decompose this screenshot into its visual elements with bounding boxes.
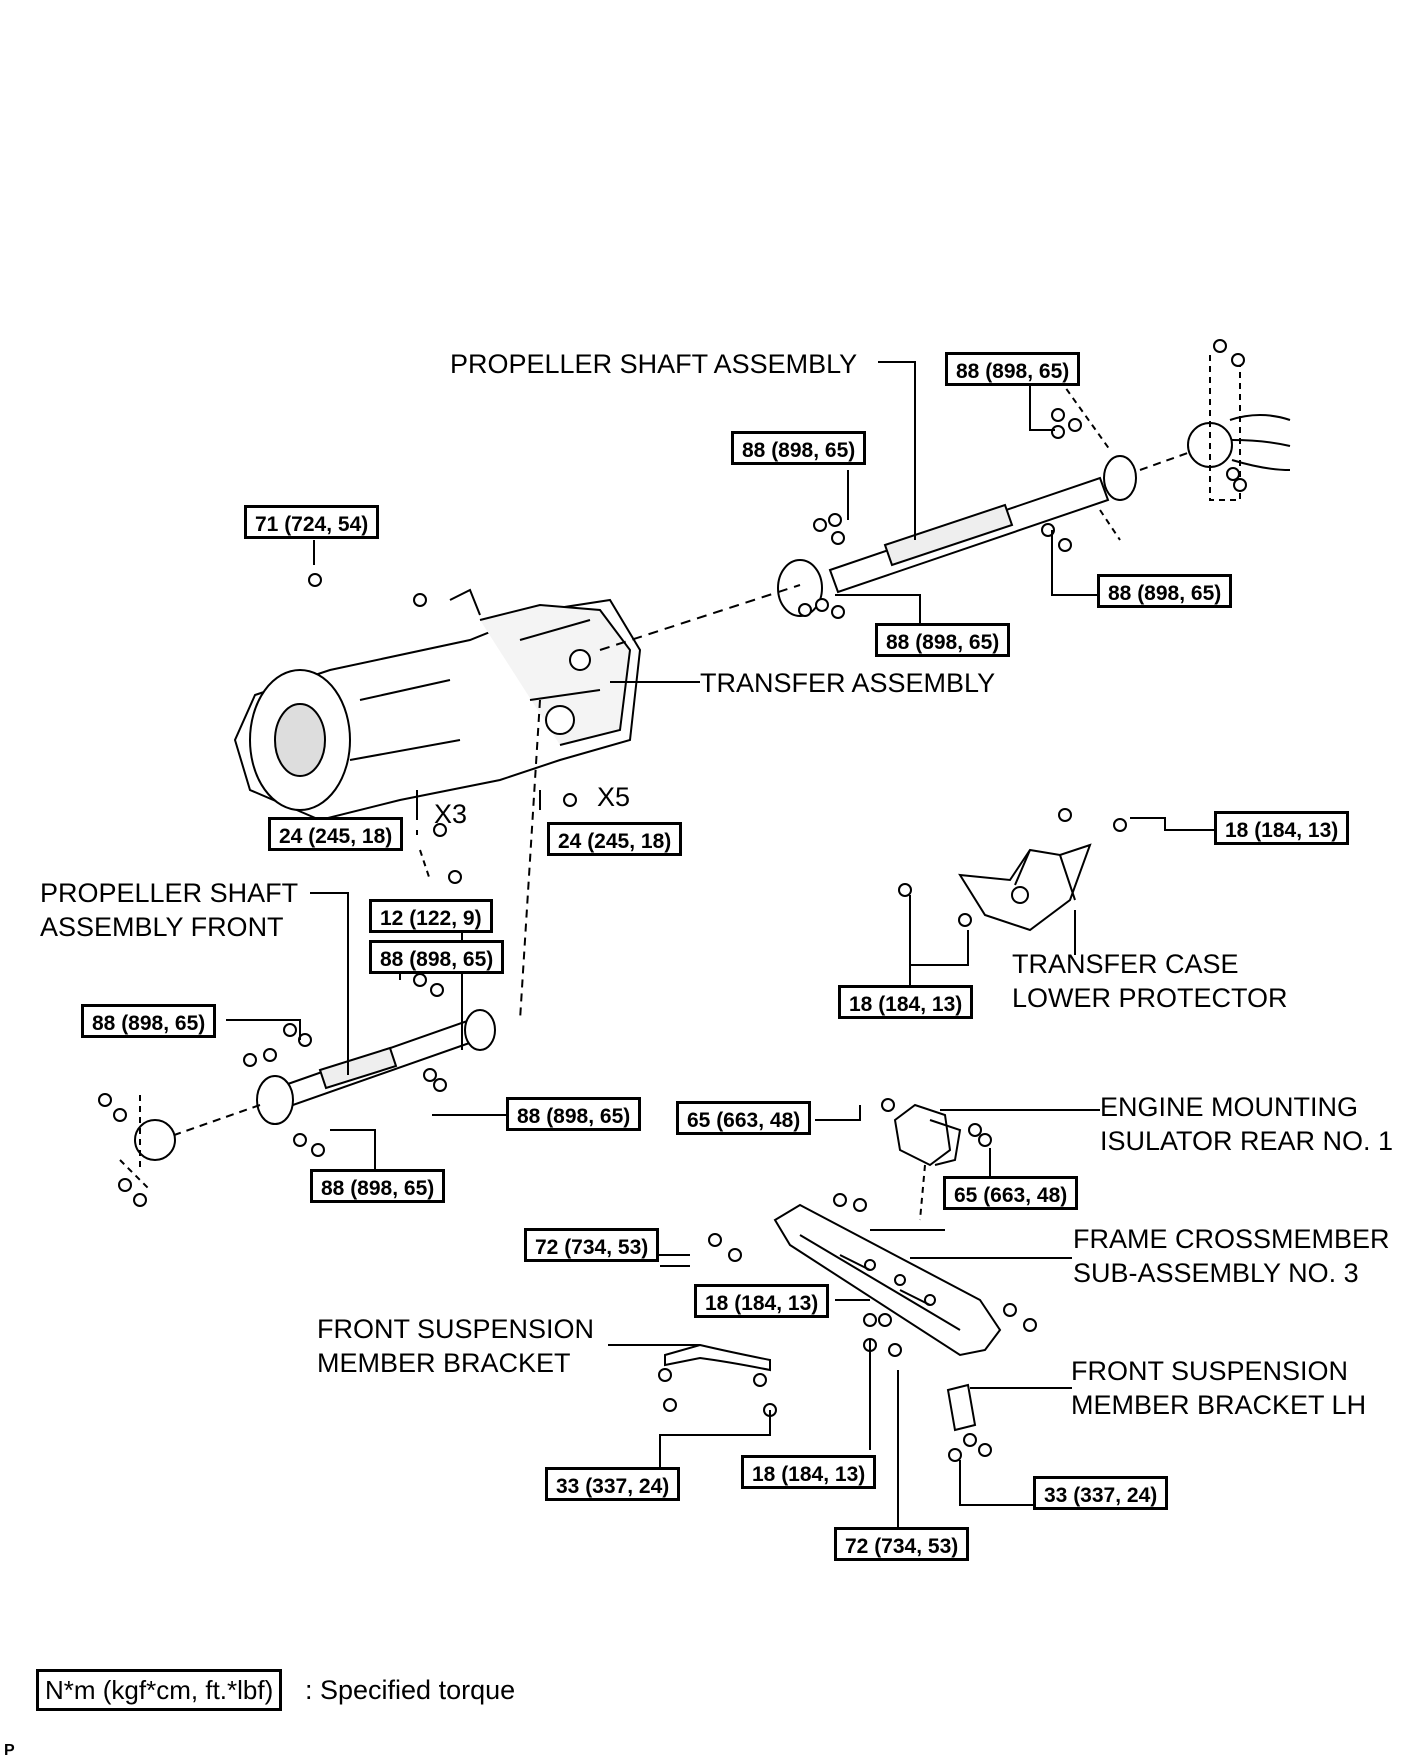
torque-box: 88 (898, 65) xyxy=(310,1169,446,1203)
label-front-susp-bracket-2: MEMBER BRACKET xyxy=(317,1348,571,1378)
label-front-susp-bracket-1: FRONT SUSPENSION xyxy=(317,1314,595,1344)
label-propeller-shaft-front-2: ASSEMBLY FRONT xyxy=(40,912,284,942)
torque-box: 71 (724, 54) xyxy=(244,505,380,539)
torque-box: 88 (898, 65) xyxy=(875,623,1011,657)
torque-box: 18 (184, 13) xyxy=(838,985,974,1019)
fasteners xyxy=(98,339,1247,1462)
multiplier-x5: X5 xyxy=(597,782,631,812)
label-transfer-protector-2: LOWER PROTECTOR xyxy=(1012,983,1288,1013)
torque-box: 88 (898, 65) xyxy=(1097,574,1233,608)
label-transfer-protector-1: TRANSFER CASE xyxy=(1012,949,1239,979)
front-propeller-shaft xyxy=(119,1009,496,1191)
torque-box: 88 (898, 65) xyxy=(369,940,505,974)
torque-box: 24 (245, 18) xyxy=(268,817,404,851)
label-engine-mount-2: ISULATOR REAR NO. 1 xyxy=(1100,1126,1394,1156)
torque-box: 65 (663, 48) xyxy=(943,1176,1079,1210)
label-front-susp-bracket-lh-1: FRONT SUSPENSION xyxy=(1071,1356,1349,1386)
label-crossmember-1: FRAME CROSSMEMBER xyxy=(1073,1224,1390,1254)
torque-box: 24 (245, 18) xyxy=(547,822,683,856)
multiplier-x3: X3 xyxy=(434,799,468,829)
torque-box: 88 (898, 65) xyxy=(81,1004,217,1038)
torque-box: 88 (898, 65) xyxy=(945,352,1081,386)
front-susp-bracket-lh-part xyxy=(946,1383,977,1432)
torque-box: 18 (184, 13) xyxy=(1214,811,1350,845)
front-susp-bracket-part xyxy=(664,1343,771,1372)
label-crossmember-2: SUB-ASSEMBLY NO. 3 xyxy=(1073,1258,1359,1288)
legend-unit-box: N*m (kgf*cm, ft.*lbf) xyxy=(36,1669,283,1711)
torque-box: 33 (337, 24) xyxy=(545,1467,681,1501)
torque-box: 72 (734, 53) xyxy=(834,1527,970,1561)
label-engine-mount-1: ENGINE MOUNTING xyxy=(1100,1092,1359,1122)
torque-box: 12 (122, 9) xyxy=(369,899,493,933)
rear-propeller-shaft xyxy=(777,355,1291,617)
legend-description: : Specified torque xyxy=(305,1675,516,1705)
torque-box: 18 (184, 13) xyxy=(694,1284,830,1318)
label-propeller-shaft-front-1: PROPELLER SHAFT xyxy=(40,878,299,908)
torque-box: 65 (663, 48) xyxy=(676,1101,812,1135)
label-front-susp-bracket-lh-2: MEMBER BRACKET LH xyxy=(1071,1390,1367,1420)
frame-crossmember xyxy=(773,1203,1002,1357)
label-transfer-assembly: TRANSFER ASSEMBLY xyxy=(700,668,996,698)
torque-box: 88 (898, 65) xyxy=(506,1097,642,1131)
corner-mark: P xyxy=(4,1742,15,1759)
transmission-transfer xyxy=(233,588,642,822)
torque-box: 72 (734, 53) xyxy=(524,1228,660,1262)
transfer-case-protector xyxy=(958,843,1092,932)
torque-box: 18 (184, 13) xyxy=(741,1455,877,1489)
torque-box: 88 (898, 65) xyxy=(731,431,867,465)
engine-mount-part xyxy=(893,1103,962,1167)
torque-box: 33 (337, 24) xyxy=(1033,1476,1169,1510)
label-propeller-shaft-assembly: PROPELLER SHAFT ASSEMBLY xyxy=(450,349,858,379)
